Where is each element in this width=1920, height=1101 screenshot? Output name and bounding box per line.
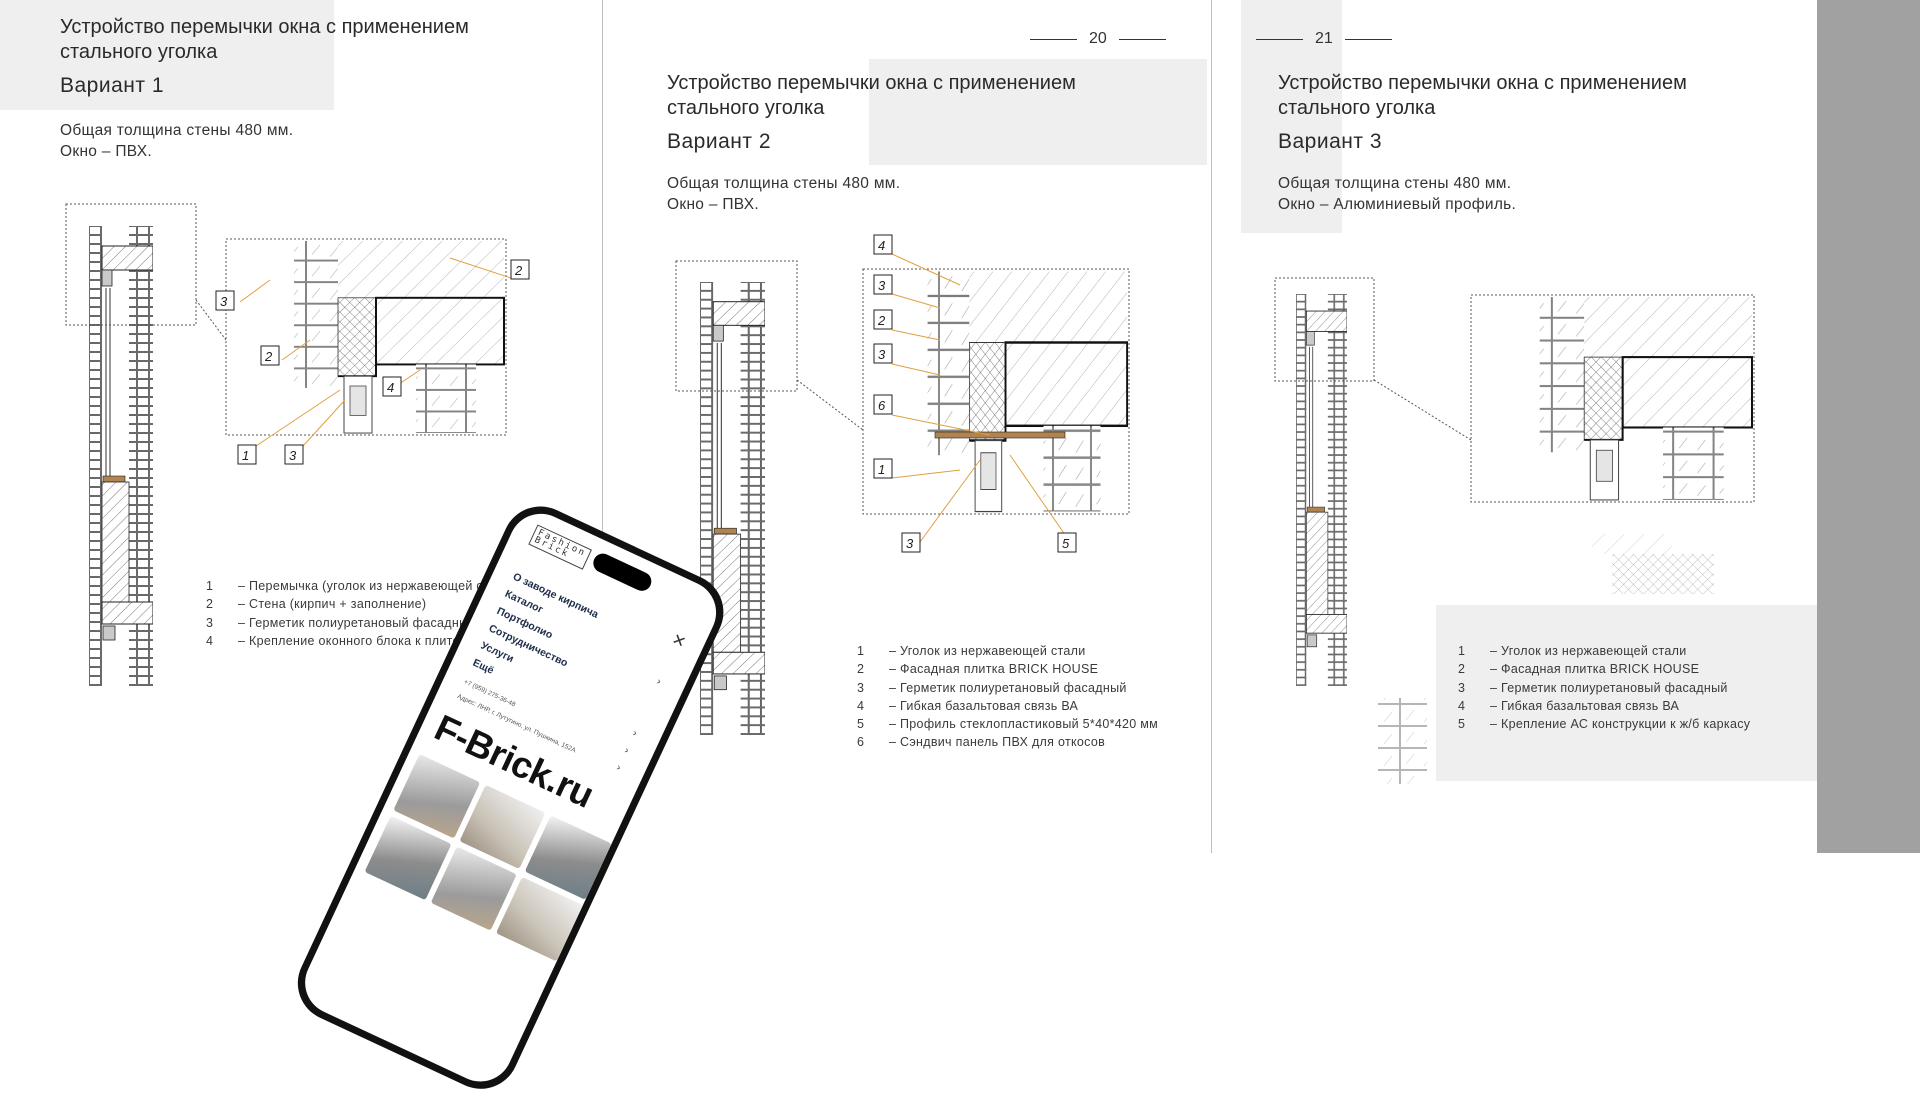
wall-section-drawing (700, 282, 765, 735)
svg-text:3: 3 (289, 448, 297, 463)
legend-item: 2– Фасадная плитка BRICK HOUSE (1458, 662, 1700, 677)
callouts: 4 3 2 3 6 1 3 5 (873, 234, 1077, 553)
page-number: 20 (1030, 30, 1166, 48)
title-line: стального уголка (1278, 97, 1436, 119)
title-line: Устройство перемычки окна с применением (667, 72, 1076, 94)
technical-drawings: 2 3 2 4 1 3 4 3 2 3 6 1 3 5 (65, 203, 1755, 784)
legend-item: 2– Стена (кирпич + заполнение) (206, 597, 427, 612)
description: Общая толщина стены 480 мм. Окно – ПВХ. (667, 173, 900, 215)
leader-lines (239, 257, 512, 447)
page-title: Устройство перемычки окна с применением … (1278, 71, 1687, 121)
chevron-right-icon[interactable]: › (614, 762, 623, 774)
wall-section-drawing (89, 226, 153, 686)
title-background (869, 59, 1207, 165)
side-band (1817, 0, 1920, 853)
wall-section-drawing (1296, 294, 1347, 686)
chevron-right-icon[interactable]: › (630, 727, 639, 740)
partial-sketch (1378, 698, 1427, 784)
desc-line: Общая толщина стены 480 мм. (1278, 175, 1512, 192)
page-title: Устройство перемычки окна с применением … (60, 15, 469, 65)
page-number: 21 (1256, 30, 1392, 48)
page-title: Устройство перемычки окна с применением … (667, 71, 1076, 121)
detail-marker (1274, 277, 1375, 382)
phone-notch (590, 550, 655, 594)
legend-item: 1– Уголок из нержавеющей стали (857, 644, 1086, 658)
svg-text:1: 1 (242, 448, 249, 463)
title-background (0, 0, 334, 110)
svg-text:6: 6 (878, 398, 886, 413)
legend-item: 5– Профиль стеклопластиковый 5*40*420 мм (857, 717, 1159, 732)
description: Общая толщина стены 480 мм. Окно – Алюми… (1278, 173, 1516, 215)
desc-line: Общая толщина стены 480 мм. (667, 175, 901, 192)
legend: 1– Уголок из нержавеющей стали 2– Фасадн… (857, 642, 1158, 752)
svg-text:1: 1 (878, 462, 885, 477)
sandwich-panel (934, 431, 1066, 439)
svg-text:3: 3 (906, 536, 914, 551)
variant-heading: Вариант 2 (667, 130, 772, 153)
description: Общая толщина стены 480 мм. Окно – ПВХ. (60, 120, 293, 162)
svg-text:3: 3 (878, 278, 886, 293)
legend-item: 5– Крепление АС конструкции к ж/б каркас… (1458, 717, 1751, 732)
svg-text:5: 5 (1062, 536, 1070, 551)
title-line: Устройство перемычки окна с применением (60, 16, 469, 38)
desc-line: Окно – ПВХ. (667, 196, 759, 213)
legend: 1– Уголок из нержавеющей стали 2– Фасадн… (1458, 642, 1750, 733)
desc-line: Окно – ПВХ. (60, 143, 152, 160)
legend-item: 4– Крепление оконного блока к плите (206, 633, 460, 648)
title-line: стального уголка (60, 41, 218, 63)
variant-heading: Вариант 3 (1278, 130, 1383, 153)
legend-item: 3– Герметик полиуретановый фасадный (857, 680, 1127, 695)
partial-sketch (1592, 534, 1672, 554)
detail-marker (65, 203, 197, 326)
legend-item: 3– Герметик полиуретановый фасадный (206, 615, 476, 630)
variant-heading: Вариант 1 (60, 74, 165, 97)
legend-item: 6– Сэндвич панель ПВХ для откосов (857, 735, 1106, 750)
legend-background (1436, 605, 1818, 781)
svg-text:3: 3 (220, 294, 228, 309)
leader-lines (891, 253, 1071, 543)
chevron-right-icon[interactable]: › (622, 745, 631, 757)
legend-item: 1– Перемычка (уголок из нержавеющей стал… (206, 579, 516, 593)
close-icon[interactable]: ✕ (668, 630, 689, 653)
title-line: стального уголка (667, 97, 825, 119)
svg-text:3: 3 (878, 347, 886, 362)
title-line: Устройство перемычки окна с применением (1278, 72, 1687, 94)
detail-marker (675, 260, 798, 392)
svg-text:2: 2 (514, 263, 523, 278)
legend: 1– Перемычка (уголок из нержавеющей стал… (206, 577, 515, 650)
svg-text:4: 4 (387, 380, 394, 395)
legend-item: 1– Уголок из нержавеющей стали (1458, 644, 1687, 658)
desc-line: Общая толщина стены 480 мм. (60, 122, 294, 139)
desc-line: Окно – Алюминиевый профиль. (1278, 196, 1517, 213)
legend-item: 2– Фасадная плитка BRICK HOUSE (857, 662, 1099, 677)
svg-text:4: 4 (878, 238, 885, 253)
legend-item: 3– Герметик полиуретановый фасадный (1458, 680, 1728, 695)
chevron-right-icon[interactable]: › (654, 676, 663, 688)
svg-text:2: 2 (877, 313, 886, 328)
legend-item: 4– Гибкая базальтовая связь ВА (1458, 698, 1680, 713)
legend-item: 4– Гибкая базальтовая связь ВА (857, 698, 1079, 713)
svg-text:2: 2 (264, 349, 273, 364)
callouts: 2 3 2 4 1 3 (215, 259, 530, 465)
